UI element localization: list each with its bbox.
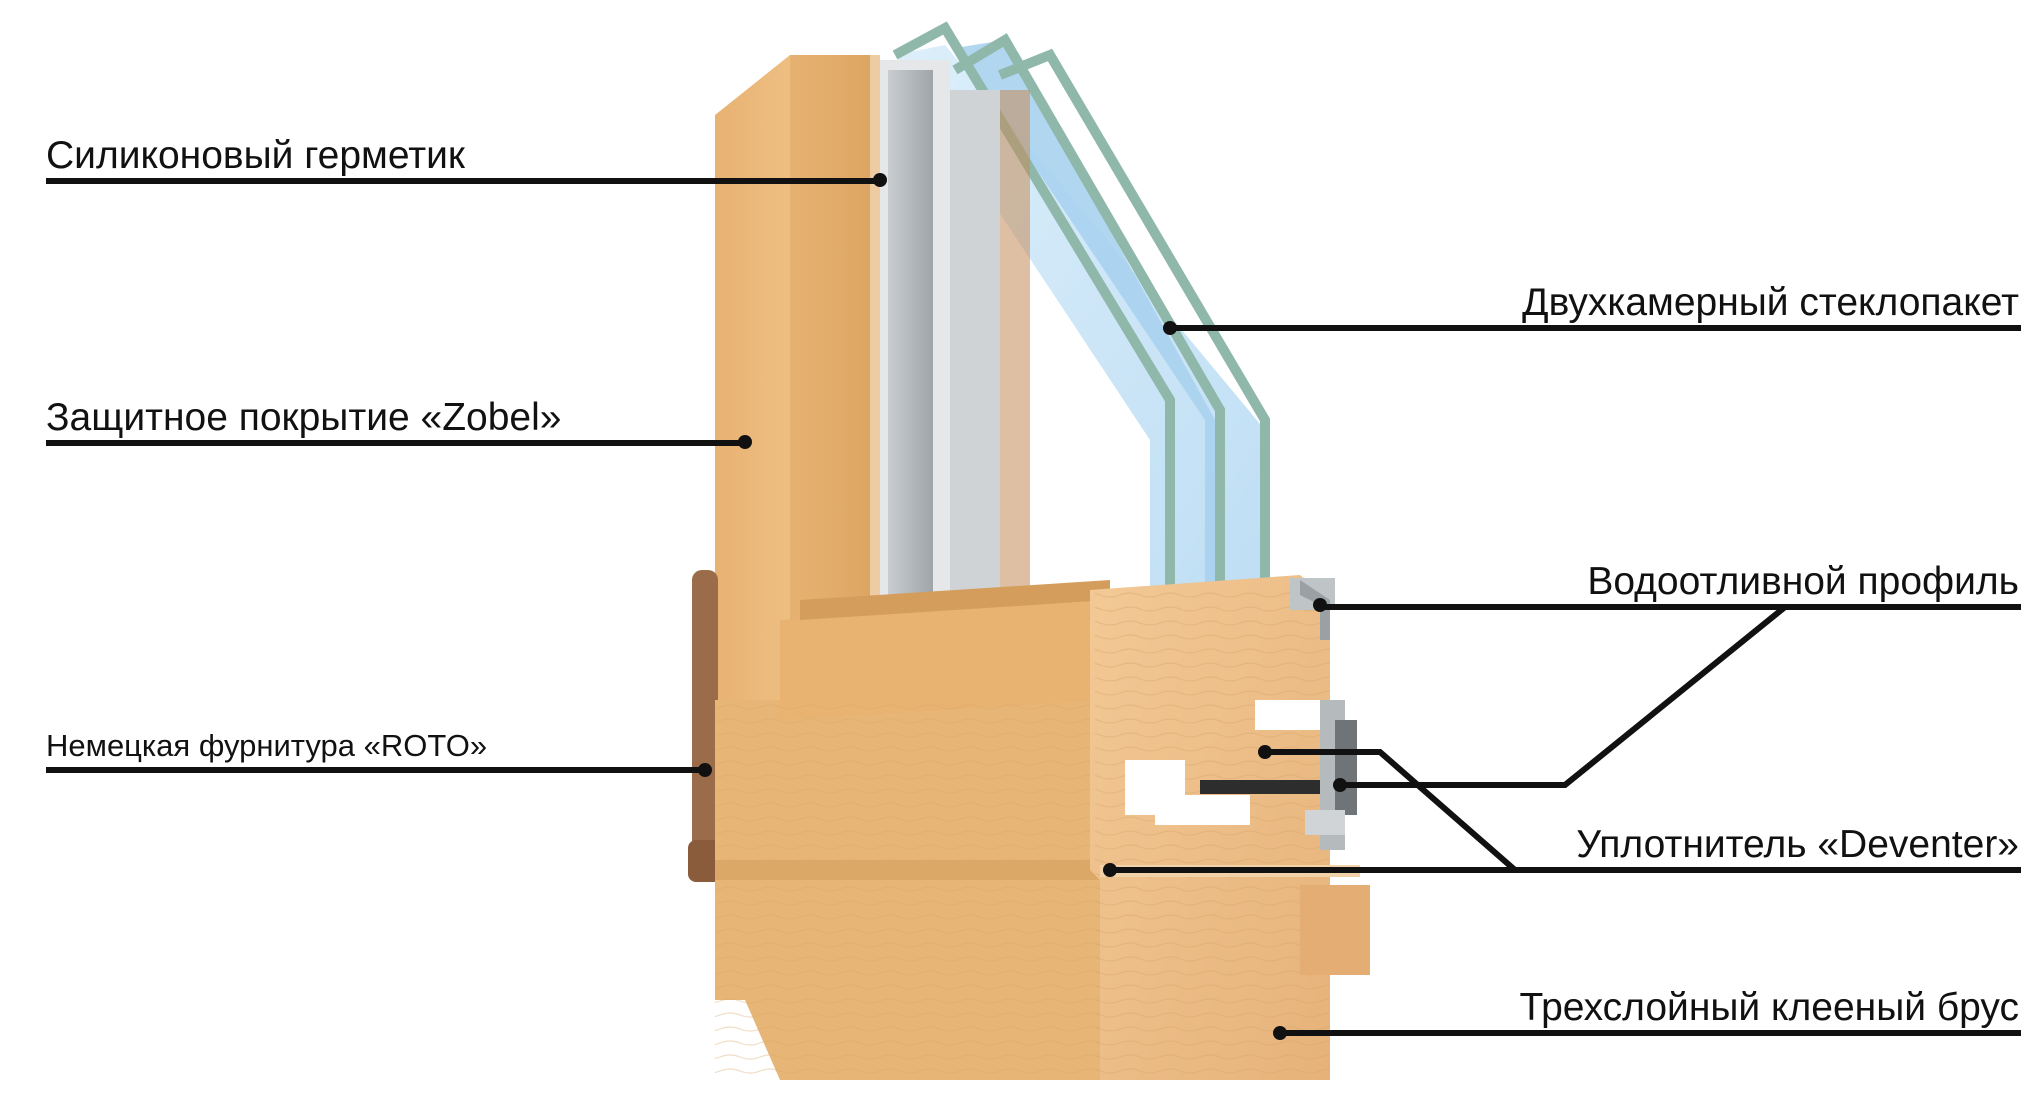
label-laminated-timber: Трехслойный клееный брус bbox=[1519, 986, 2019, 1029]
silicone-strip bbox=[888, 70, 933, 615]
label-deventer-gasket: Уплотнитель «Deventer» bbox=[1576, 823, 2019, 866]
glass-edge-3 bbox=[998, 48, 1270, 625]
sill-frame bbox=[715, 575, 1370, 1080]
label-double-glazing: Двухкамерный стеклопакет bbox=[1522, 281, 2019, 324]
leader-lines bbox=[46, 178, 2021, 1036]
label-roto-hardware: Немецкая фурнитура «ROTO» bbox=[46, 728, 488, 763]
label-protective-coating: Защитное покрытие «Zobel» bbox=[46, 396, 562, 439]
label-drip-profile: Водоотливной профиль bbox=[1587, 560, 2019, 603]
glass-edge-1 bbox=[892, 21, 1175, 625]
vertical-frame bbox=[715, 55, 1030, 700]
glass-pane-middle bbox=[955, 40, 1215, 630]
glass-edge-2 bbox=[952, 33, 1225, 625]
label-silicone-sealant: Силиконовый герметик bbox=[46, 134, 465, 177]
